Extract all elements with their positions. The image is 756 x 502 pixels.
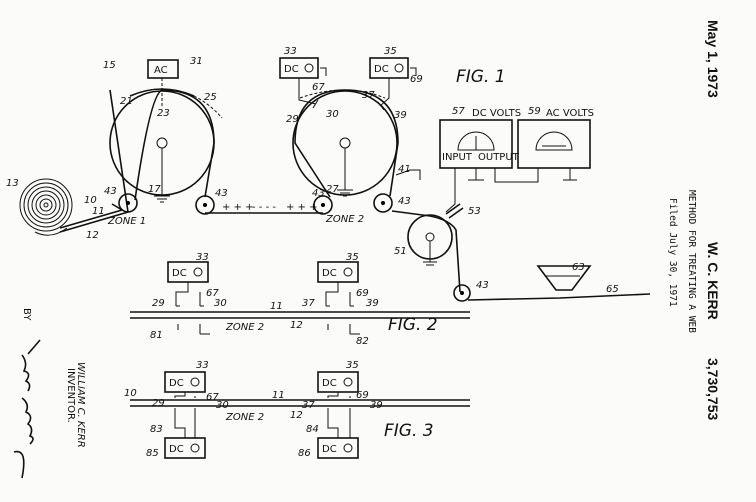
reference-numeral: 69 (410, 74, 423, 85)
reference-numeral: 35 (346, 360, 359, 371)
reference-numeral: 37 (302, 298, 315, 309)
attorney-block: BY (21, 308, 32, 321)
signature (14, 340, 40, 478)
dc-box-label: DC (374, 64, 389, 75)
reference-numeral: 30 (216, 400, 229, 411)
patent-header: May 1, 1973 W. C. KERR METHOD FOR TREATI… (667, 20, 721, 420)
reference-numeral: 33 (284, 46, 297, 57)
reference-numeral: 43 (215, 188, 228, 199)
dc-box-label: DC (169, 444, 184, 455)
reference-numeral: 33 (196, 252, 209, 263)
reference-numeral: 29 (286, 114, 299, 125)
patent-title: METHOD FOR TREATING A WEB (686, 190, 697, 333)
filed-date: Filed July 30, 1971 (667, 198, 678, 307)
reference-numeral: 83 (150, 424, 163, 435)
ac-volts-label: AC VOLTS (546, 108, 594, 119)
reference-numeral: 10 (124, 388, 137, 399)
reference-numeral: 84 (306, 424, 319, 435)
reference-numeral: 11 (92, 206, 105, 217)
reference-numeral: 29 (152, 298, 165, 309)
reference-numeral: 27 (326, 184, 339, 195)
reference-numeral: 11 (270, 301, 283, 312)
reference-numeral: 15 (103, 60, 116, 71)
reference-numeral: 17 (148, 184, 161, 195)
reference-numeral: 30 (326, 109, 339, 120)
reference-numeral: 21 (120, 96, 133, 107)
by-label: BY (21, 308, 32, 321)
inventor-role: INVENTOR. (65, 368, 76, 423)
reference-numeral: 35 (384, 46, 397, 57)
electrode-53 (446, 204, 463, 218)
reference-numeral: 39 (394, 110, 407, 121)
reference-numeral: 41 (398, 164, 411, 175)
dc-box-label: DC (322, 268, 337, 279)
reference-numeral: 29 (152, 398, 165, 409)
reference-numeral: 86 (298, 448, 311, 459)
fig1-label: FIG. 1 (456, 67, 506, 87)
reference-numeral: 12 (290, 410, 303, 421)
dc-box-label: DC (172, 268, 187, 279)
reference-numeral: 37 (362, 90, 375, 101)
reference-numeral: 43 (398, 196, 411, 207)
web-charge-plus: + + + (286, 202, 318, 213)
dc-volts-label: DC VOLTS (472, 108, 521, 119)
reference-numeral: 85 (146, 448, 159, 459)
reference-numeral: 11 (272, 390, 285, 401)
reference-numeral: 43 (476, 280, 489, 291)
ac-box-label: AC (154, 65, 168, 76)
zone-2-label: ZONE 2 (325, 214, 364, 225)
ac-volts-meter (518, 120, 590, 168)
reference-numeral: 35 (346, 252, 359, 263)
reference-numeral: 25 (204, 92, 217, 103)
reference-numeral: 10 (84, 195, 97, 206)
reference-numeral: 81 (150, 330, 163, 341)
zone-1-label: ZONE 1 (107, 216, 146, 227)
patent-date: May 1, 1973 (705, 20, 721, 98)
web-fig3 (130, 400, 470, 406)
reference-numerals-fig2: 33 35 67 69 29 30 37 39 11 12 81 82 (150, 252, 379, 347)
reference-numeral: 33 (196, 360, 209, 371)
dc-box-label: DC (169, 378, 184, 389)
reference-numeral: 43 (312, 188, 325, 199)
dc-box-label: DC (284, 64, 299, 75)
reference-numeral: 13 (6, 178, 19, 189)
reference-numeral: 67 (312, 82, 325, 93)
reference-numeral: 37 (302, 400, 315, 411)
reference-numeral: 12 (86, 230, 99, 241)
reference-numeral: 57 (452, 106, 465, 117)
reference-numeral: 63 (572, 262, 585, 273)
reference-numeral: 59 (528, 106, 541, 117)
reference-numeral: 43 (104, 186, 117, 197)
dc-box-label: DC (322, 378, 337, 389)
patent-number: 3,730,753 (705, 358, 721, 420)
web-charge-plus: + + + (222, 202, 254, 213)
zone-2-label: ZONE 2 (225, 322, 264, 333)
reference-numerals-fig3: 33 35 67 69 29 30 37 39 10 11 12 83 84 8… (124, 360, 383, 459)
reference-numeral: 30 (214, 298, 227, 309)
reference-numeral: 65 (606, 284, 619, 295)
reference-numeral: 39 (366, 298, 379, 309)
reference-numeral: 51 (394, 246, 407, 257)
reference-numeral: 53 (468, 206, 481, 217)
reference-numeral: 39 (370, 400, 383, 411)
reference-numeral: 31 (190, 56, 203, 67)
inventor-short: W. C. KERR (705, 242, 721, 320)
roller-51 (408, 215, 452, 265)
fig3-label: FIG. 3 (384, 421, 434, 441)
reference-numeral: 23 (157, 108, 170, 119)
inventor-block: WILLIAM C. KERR INVENTOR. (65, 362, 86, 448)
reference-numeral: 82 (356, 336, 369, 347)
web-path (60, 90, 650, 300)
reference-numeral: 69 (356, 390, 369, 401)
meter-input-label: INPUT (442, 152, 473, 163)
meter-output-label: OUTPUT (478, 152, 520, 163)
reference-numeral: 12 (290, 320, 303, 331)
zone-2-label: ZONE 2 (225, 412, 264, 423)
dc-box-label: DC (322, 444, 337, 455)
web-charge-minus: - - - - (252, 202, 276, 213)
